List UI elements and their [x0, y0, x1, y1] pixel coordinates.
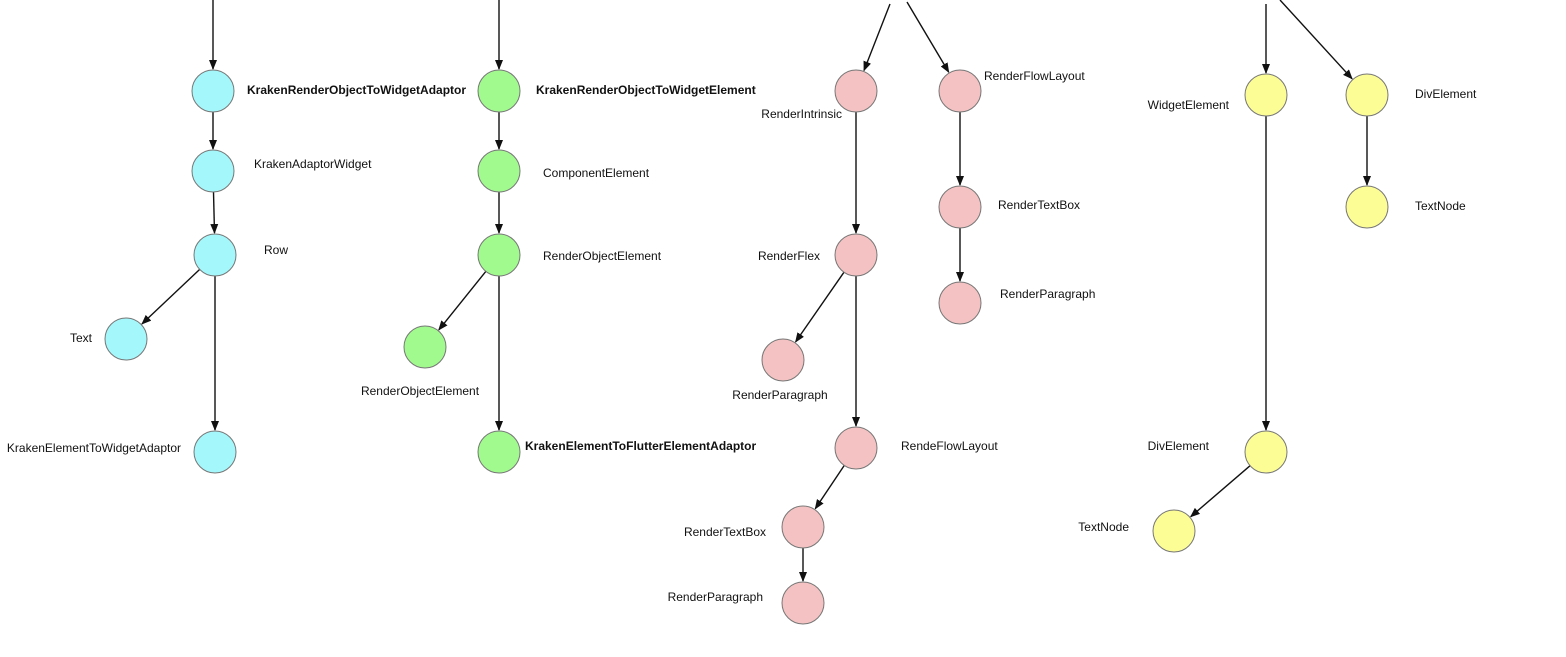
- node-render-r7: [834, 426, 878, 470]
- node-element-e1: [477, 69, 521, 113]
- label-dom-d4: DivElement: [1148, 439, 1210, 453]
- incoming-edge-render-left: [863, 3, 891, 72]
- node-dom-d5: [1152, 509, 1196, 553]
- label-element-e5: KrakenElementToFlutterElementAdaptor: [525, 439, 756, 453]
- edge-w3-w4: [141, 268, 201, 325]
- label-widget-w4: Text: [70, 331, 93, 345]
- node-widget-w1: [191, 69, 235, 113]
- edge-r5-r6: [795, 271, 845, 343]
- label-element-e3: RenderObjectElement: [543, 249, 662, 263]
- label-element-e1: KrakenRenderObjectToWidgetElement: [536, 83, 756, 97]
- label-dom-d5: TextNode: [1078, 520, 1129, 534]
- node-dom-d4: [1244, 430, 1288, 474]
- node-widget-w4: [104, 317, 148, 361]
- label-render-r5: RenderFlex: [758, 249, 820, 263]
- label-render-r8: RenderTextBox: [684, 525, 766, 539]
- node-render-r8: [781, 505, 825, 549]
- node-render-r2: [938, 69, 982, 113]
- label-render-r7: RendeFlowLayout: [901, 439, 998, 453]
- node-render-r9: [781, 581, 825, 625]
- labels-layer: KrakenRenderObjectToWidgetAdaptorKrakenA…: [7, 69, 1477, 604]
- node-render-r3: [938, 185, 982, 229]
- edge-r7-r8: [814, 465, 845, 510]
- incoming-edge-dom-right: [1279, 0, 1353, 80]
- node-dom-d3: [1345, 185, 1389, 229]
- node-element-e2: [477, 149, 521, 193]
- node-widget-w3: [193, 233, 237, 277]
- node-widget-w5: [193, 430, 237, 474]
- node-render-r6: [761, 338, 805, 382]
- label-dom-d2: DivElement: [1415, 87, 1477, 101]
- edges-layer: [141, 0, 1371, 582]
- label-element-e4: RenderObjectElement: [361, 384, 480, 398]
- node-dom-d1: [1244, 73, 1288, 117]
- node-dom-d2: [1345, 73, 1389, 117]
- node-render-r4: [938, 281, 982, 325]
- node-element-e3: [477, 233, 521, 277]
- node-element-e4: [403, 325, 447, 369]
- nodes-layer: [104, 69, 1389, 625]
- label-widget-w1: KrakenRenderObjectToWidgetAdaptor: [247, 83, 466, 97]
- label-element-e2: ComponentElement: [543, 166, 650, 180]
- edge-d4-d5: [1189, 465, 1251, 518]
- edge-e3-e4: [438, 270, 487, 331]
- label-dom-d3: TextNode: [1415, 199, 1466, 213]
- incoming-edge-render-right: [906, 1, 950, 73]
- node-render-r5: [834, 233, 878, 277]
- label-widget-w5: KrakenElementToWidgetAdaptor: [7, 441, 181, 455]
- label-render-r6: RenderParagraph: [732, 388, 827, 402]
- node-widget-w2: [191, 149, 235, 193]
- label-widget-w3: Row: [264, 243, 288, 257]
- label-widget-w2: KrakenAdaptorWidget: [254, 157, 372, 171]
- label-render-r2: RenderFlowLayout: [984, 69, 1085, 83]
- label-render-r9: RenderParagraph: [668, 590, 763, 604]
- node-render-r1: [834, 69, 878, 113]
- label-dom-d1: WidgetElement: [1148, 98, 1230, 112]
- label-render-r4: RenderParagraph: [1000, 287, 1095, 301]
- label-render-r1: RenderIntrinsic: [761, 107, 842, 121]
- edge-w2-w3: [210, 191, 219, 234]
- node-element-e5: [477, 430, 521, 474]
- label-render-r3: RenderTextBox: [998, 198, 1080, 212]
